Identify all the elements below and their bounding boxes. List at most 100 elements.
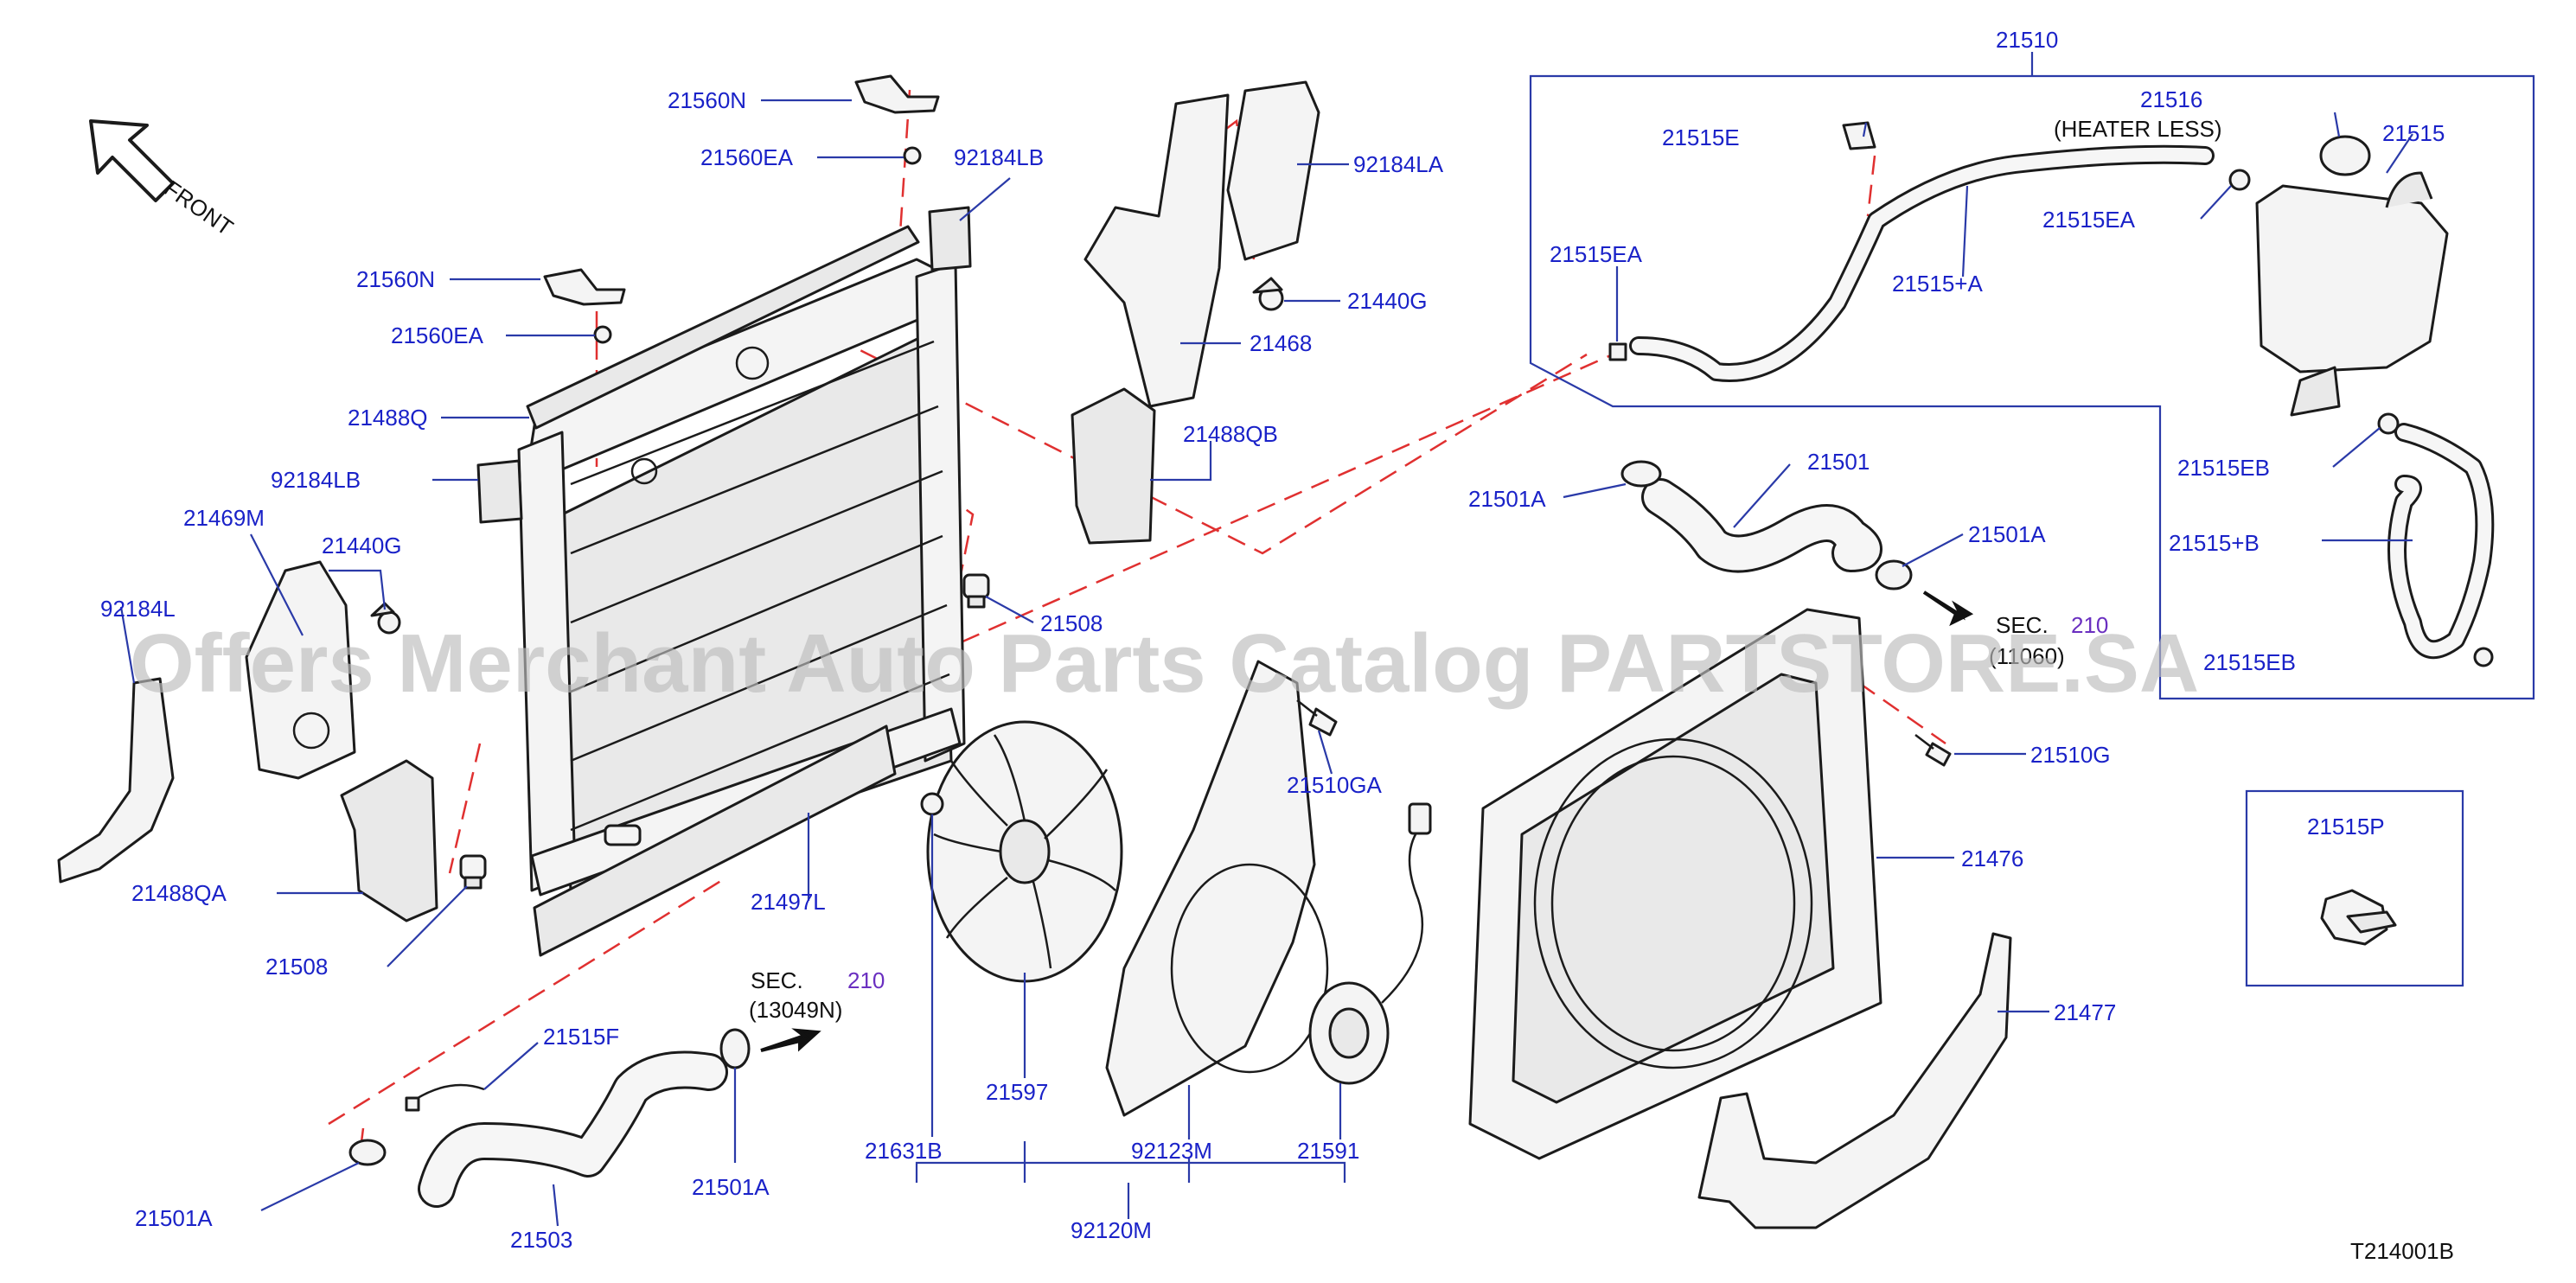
cap-21516 [2319, 135, 2371, 176]
label-21440g-left: 21440G [322, 533, 402, 559]
label-21597: 21597 [986, 1079, 1048, 1105]
label-21510ga: 21510GA [1287, 772, 1383, 798]
label-21560n-mid: 21560N [356, 266, 435, 292]
front-indicator: FRONT [89, 119, 239, 240]
label-21501a-mid: 21501A [1468, 486, 1546, 512]
part-labels: 21560N 21560EA 92184LB 21560N 21560EA 21… [100, 27, 2445, 1253]
clamp-21501a-left [348, 1139, 387, 1166]
notes: (HEATER LESS) SEC. 210 (11060) SEC. 210 … [749, 116, 2222, 1023]
label-21515eb-bottom: 21515EB [2203, 649, 2296, 675]
diagram-code: T214001B [2350, 1238, 2454, 1264]
hose-21515a [1629, 144, 2215, 382]
label-21515eb-top: 21515EB [2177, 455, 2270, 481]
label-21515b: 21515+B [2169, 530, 2260, 556]
shroud-92123m [1105, 660, 1316, 1117]
label-21501a-low: 21501A [692, 1174, 770, 1200]
bushing-21560ea-top [903, 146, 922, 165]
bolt-21510ga [1296, 699, 1338, 737]
label-21515ea-left: 21515EA [1550, 241, 1643, 267]
bushing-21560ea-mid [593, 325, 612, 344]
label-92123m: 92123M [1131, 1138, 1212, 1164]
label-92120m: 92120M [1071, 1217, 1152, 1243]
note-heater-less: (HEATER LESS) [2054, 116, 2222, 142]
label-21477: 21477 [2054, 999, 2116, 1025]
label-21560n-top: 21560N [668, 87, 746, 113]
watermark: Offers Merchant Auto Parts Catalog PARTS… [130, 617, 2199, 710]
label-21508-left: 21508 [265, 954, 328, 980]
clip-21515p [2320, 889, 2397, 946]
label-21631b: 21631B [865, 1138, 943, 1164]
note-sec-upper-num: 210 [2071, 612, 2108, 638]
label-92184la: 92184LA [1353, 151, 1444, 177]
reservoir-21515 [2255, 171, 2449, 417]
mount-21508-mid [962, 573, 990, 609]
label-21560ea-top: 21560EA [700, 144, 794, 170]
clip-21440g-mid [1252, 277, 1284, 311]
clamp-21515ea-right [2228, 169, 2251, 191]
hose-21515b [2387, 423, 2495, 660]
label-21515ea-right: 21515EA [2042, 207, 2136, 233]
front-label: FRONT [160, 175, 239, 240]
air-guide-21468 [1083, 93, 1230, 408]
air-guide-92184l [57, 677, 175, 884]
label-21560ea-mid: 21560EA [391, 322, 484, 348]
label-21501: 21501 [1807, 449, 1870, 475]
label-21510: 21510 [1996, 27, 2058, 53]
clamp-21501a-right [1875, 559, 1913, 590]
pad-92184lb-top [928, 206, 972, 271]
front-arrow-icon [89, 119, 175, 202]
note-sec-upper-prefix: SEC. [1996, 612, 2049, 638]
label-21501a-left: 21501A [135, 1205, 213, 1231]
label-21516: 21516 [2140, 86, 2202, 112]
label-21501a-right: 21501A [1968, 521, 2046, 547]
nut-21631b [920, 792, 944, 816]
air-guide-21488qb [1071, 387, 1156, 545]
air-guide-92184la [1226, 80, 1320, 261]
hose-21501 [1641, 478, 1882, 573]
lower-shroud-21477 [1697, 932, 2012, 1229]
note-sec-lower-num: 210 [847, 967, 885, 993]
label-21468: 21468 [1250, 330, 1312, 356]
label-21515e: 21515E [1662, 124, 1740, 150]
clamp-21515eb-bottom [2473, 647, 2494, 667]
mount-21508-left [459, 854, 487, 890]
clamp-21515eb-top [2377, 412, 2400, 435]
pad-92184lb-mid [476, 459, 523, 524]
hose-21503 [418, 1050, 728, 1208]
label-21503: 21503 [510, 1227, 572, 1253]
label-21515f: 21515F [543, 1024, 619, 1050]
label-92184lb-mid: 92184LB [271, 467, 361, 493]
note-sec-lower-ref: (13049N) [749, 997, 842, 1023]
note-sec-lower-prefix: SEC. [751, 967, 803, 993]
bracket-21560n-top [854, 74, 940, 114]
label-21440g-mid: 21440G [1347, 288, 1428, 314]
clip-21440g-left [370, 602, 401, 635]
label-21497l: 21497L [751, 889, 826, 915]
label-21488qa: 21488QA [131, 880, 227, 906]
label-21591: 21591 [1297, 1138, 1359, 1164]
label-21488q: 21488Q [348, 405, 428, 431]
label-21510g: 21510G [2030, 742, 2111, 768]
label-21488qb: 21488QB [1183, 421, 1278, 447]
label-21476: 21476 [1961, 846, 2023, 871]
label-21469m: 21469M [183, 505, 265, 531]
motor-21591 [1308, 802, 1432, 1085]
label-92184l: 92184L [100, 596, 176, 622]
bracket-21488q [526, 225, 920, 430]
hose-21515f [410, 1083, 485, 1104]
arrow-sec-upper [1922, 590, 1974, 627]
inset-box-21515p [2245, 789, 2464, 987]
note-sec-upper-ref: (11060) [1989, 643, 2065, 669]
bolt-21510g [1914, 734, 1952, 767]
clip-21515e [1842, 121, 1876, 150]
label-21508-mid: 21508 [1040, 610, 1103, 636]
clamp-21501a-mid [1620, 460, 1662, 488]
air-guide-21488qa [340, 759, 438, 922]
leader-lines [119, 99, 2413, 1227]
seal-21497l [533, 724, 897, 957]
label-92184lb-top: 92184LB [954, 144, 1044, 170]
fan-21597 [926, 720, 1123, 983]
arrow-sec-lower [760, 1028, 821, 1052]
group-box-21510 [1529, 74, 2535, 700]
